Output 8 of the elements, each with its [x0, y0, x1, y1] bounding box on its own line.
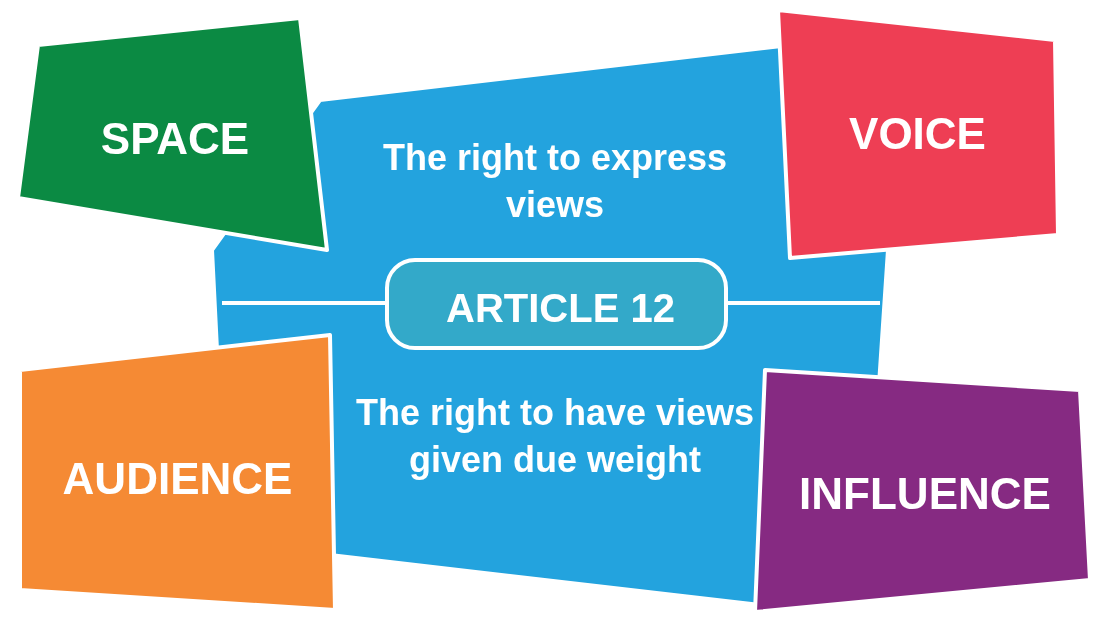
description-text: The right to express views — [381, 136, 729, 227]
label-text: VOICE — [848, 108, 987, 160]
label-text: ARTICLE 12 — [445, 285, 676, 332]
label-text: AUDIENCE — [61, 453, 294, 505]
label-text: SPACE — [99, 113, 251, 165]
description-text: The right to have views given due weight — [355, 391, 755, 482]
label-text: INFLUENCE — [798, 468, 1052, 520]
title-pill — [385, 258, 728, 350]
